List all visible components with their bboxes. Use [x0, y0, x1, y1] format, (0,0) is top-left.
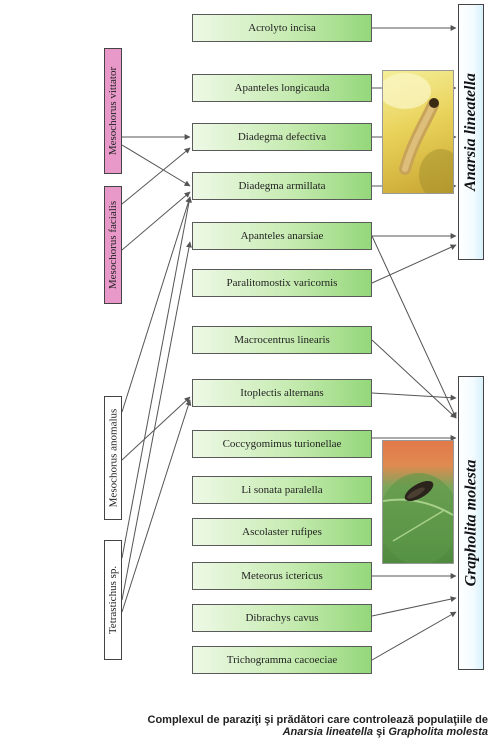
species-box-macrocentrus-linearis: Macrocentrus linearis: [192, 326, 372, 354]
species-box-itoplectis-alternans: Itoplectis alternans: [192, 379, 372, 407]
predator-label: Tetrastichus sp.: [107, 565, 119, 635]
caption-host-1: Anarsia lineatella: [282, 726, 374, 738]
predator-box-mesochorus-vittator: Mesochorus vittator: [104, 48, 122, 174]
caption-host-2: Grapholita molesta: [388, 726, 488, 738]
caption-conjunction: şi: [373, 726, 389, 738]
species-box-apanteles-longicauda: Apanteles longicauda: [192, 74, 372, 102]
species-box-diadegma-armillata: Diadegma armillata: [192, 172, 372, 200]
species-box-acrolyto-incisa: Acrolyto incisa: [192, 14, 372, 42]
caption-line-1: Complexul de paraziţi şi prădători care …: [147, 714, 488, 726]
host-label: Grapholita molesta: [462, 459, 479, 587]
predator-label: Mesochorus facialis: [107, 200, 119, 290]
species-box-ascolaster-rufipes: Ascolaster rufipes: [192, 518, 372, 546]
predator-box-tetrastichus: Tetrastichus sp.: [104, 540, 122, 660]
larva-image: [383, 73, 453, 193]
predator-label: Mesochorus vittator: [107, 66, 120, 156]
species-box-trichogramma-cacoeciae: Trichogramma cacoeciae: [192, 646, 372, 674]
host-box-grapholita-molesta: Grapholita molesta: [458, 376, 484, 670]
species-box-apanteles-anarsiae: Apanteles anarsiae: [192, 222, 372, 250]
species-box-li-sonata-paralella: Li sonata paralella: [192, 476, 372, 504]
species-box-dibrachys-cavus: Dibrachys cavus: [192, 604, 372, 632]
species-box-meteorus-ictericus: Meteorus ictericus: [192, 562, 372, 590]
predator-box-mesochorus-facialis: Mesochorus facialis: [104, 186, 122, 304]
species-box-diadegma-defectiva: Diadegma defectiva: [192, 123, 372, 151]
predator-box-mesochorus-anomalus: Mesochorus anomalus: [104, 396, 122, 520]
caption-line-2: Anarsia lineatella şi Grapholita molesta: [110, 726, 488, 738]
species-box-paralitomostix-varicornis: Paralitomostix varicornis: [192, 269, 372, 297]
figure-caption: Complexul de paraziţi şi prădători care …: [110, 714, 488, 738]
host-label: Anarsia lineatella: [462, 73, 480, 191]
moth-image: [383, 473, 453, 563]
moth-photo: [382, 440, 454, 564]
larva-photo: [382, 70, 454, 194]
host-box-anarsia-lineatella: Anarsia lineatella: [458, 4, 484, 260]
species-box-coccygomimus-turionellae: Coccygomimus turionellae: [192, 430, 372, 458]
predator-label: Mesochorus anomalus: [107, 408, 119, 508]
